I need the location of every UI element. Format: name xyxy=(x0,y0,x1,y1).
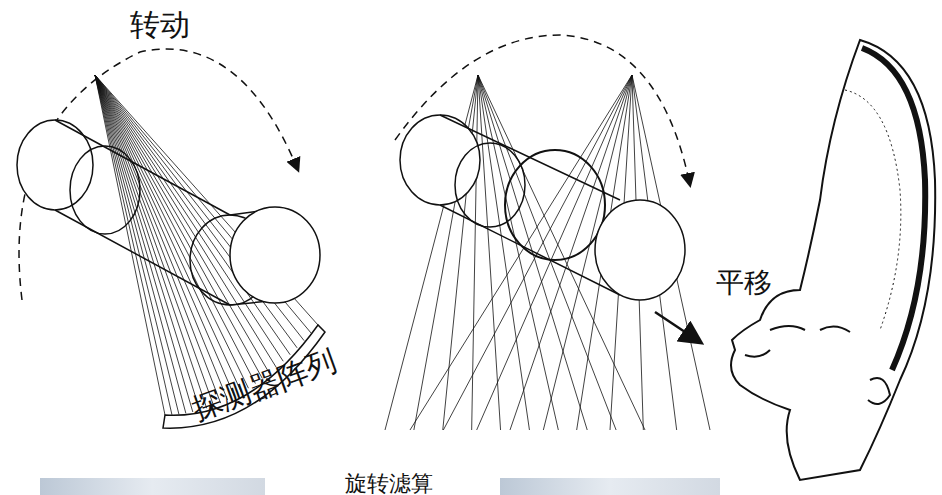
ray xyxy=(95,75,214,406)
translate-arrow xyxy=(655,312,700,342)
gantry-cylinder xyxy=(17,120,320,305)
bottom-panel xyxy=(500,478,720,495)
ray xyxy=(95,75,179,414)
caption-text: 旋转滤算 xyxy=(345,472,433,495)
ray xyxy=(95,75,193,412)
gantry-cylinder xyxy=(400,115,685,300)
ray xyxy=(95,75,200,410)
rotation-label: 转动 xyxy=(130,8,190,41)
ray xyxy=(95,75,262,379)
detector-label: 探测器阵列 xyxy=(188,344,340,426)
ray xyxy=(95,75,165,415)
pencil-beams xyxy=(385,75,710,430)
ray xyxy=(95,75,221,403)
bottom-panel xyxy=(40,478,265,495)
ray xyxy=(478,75,558,430)
ray xyxy=(478,75,529,430)
ray xyxy=(478,75,501,430)
ray xyxy=(472,75,478,430)
ray xyxy=(478,75,587,430)
patient-head xyxy=(731,40,935,480)
ray xyxy=(95,75,228,400)
ray xyxy=(95,75,255,384)
translate-label: 平移 xyxy=(716,268,772,299)
